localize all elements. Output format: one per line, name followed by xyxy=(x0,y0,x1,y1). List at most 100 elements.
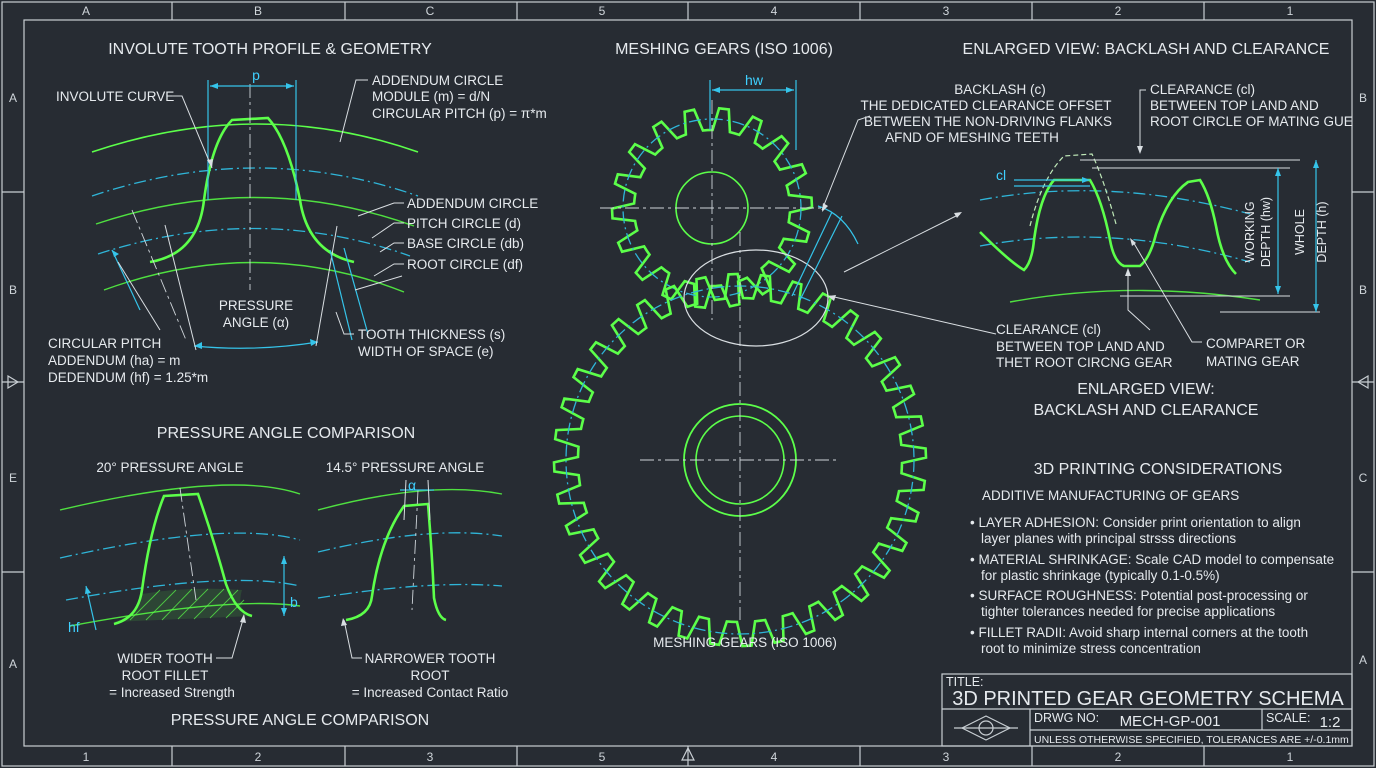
pressure-angle-line-1: PRESSURE xyxy=(219,298,293,313)
fillet-hatch xyxy=(114,588,252,622)
whole-depth-line-2: DEPTH (h) xyxy=(1315,201,1329,262)
left-line-3: DEDENDUM (hf) = 1.25*m xyxy=(48,370,208,385)
bullet-2-line-1: • MATERIAL SHRINKAGE: Scale CAD model to… xyxy=(970,552,1334,567)
scale-label: SCALE: xyxy=(1266,711,1310,725)
bullet-1-line-2: layer planes with principal strsss direc… xyxy=(981,531,1236,546)
enlarged-caption-2: BACKLASH AND CLEARANCE xyxy=(1034,402,1259,419)
zone-bottom-7: 2 xyxy=(1115,750,1122,764)
comparet-line-1: COMPARET OR xyxy=(1206,336,1306,351)
alpha-label: α xyxy=(408,477,416,493)
clearance-top-line-2: BETWEEN TOP LAND AND xyxy=(1150,98,1319,113)
backlash-line-4: AFND OF MESHING TEETH xyxy=(885,130,1059,145)
addendum-circle-label: ADDENDUM CIRCLE xyxy=(407,196,538,211)
backlash-line-2: THE DEDICATED CLEARANCE OFFSET xyxy=(860,98,1111,113)
clearance-top-line-3: ROOT CIRCLE OF MATING GUE xyxy=(1150,114,1353,129)
bullet-2-line-2: for plastic shrinkage (typically 0.1-0.5… xyxy=(981,568,1220,583)
drwg-number: MECH-GP-001 xyxy=(1120,713,1221,730)
cl-label: cl xyxy=(996,167,1006,183)
working-depth-line-2: DEPTH (hw) xyxy=(1259,197,1273,267)
zone-top-4: 5 xyxy=(599,4,606,18)
zone-top-6: 3 xyxy=(943,4,950,18)
zone-top-8: 1 xyxy=(1287,4,1294,18)
tooth-fourteen xyxy=(345,502,447,622)
scale-value: 1:2 xyxy=(1320,714,1341,731)
width-of-space-label: WIDTH OF SPACE (e) xyxy=(358,344,494,359)
clearance-top-line-1: CLEARANCE (cl) xyxy=(1150,82,1255,97)
enlarged-caption-1: ENLARGED VIEW: xyxy=(1077,381,1215,398)
dim-p-label: p xyxy=(252,67,260,83)
pressure-title-bottom: PRESSURE ANGLE COMPARISON xyxy=(171,712,429,729)
zone-top-2: B xyxy=(254,4,262,18)
enlarged-title: ENLARGED VIEW: BACKLASH AND CLEARANCE xyxy=(963,41,1330,58)
projection-symbol-icon xyxy=(954,715,1018,741)
zone-bottom-1: 1 xyxy=(83,750,90,764)
clearance-bottom-line-1: CLEARANCE (cl) xyxy=(996,322,1101,337)
meshing-title: MESHING GEARS (ISO 1006) xyxy=(615,41,833,58)
zone-top-1: A xyxy=(82,4,90,18)
addendum-arc xyxy=(91,123,419,153)
zone-right-4: A xyxy=(1359,653,1367,667)
meshing-gears-view: MESHING GEARS (ISO 1006) hw MESHING GEAR… xyxy=(552,41,928,650)
right-note-3: = Increased Contact Ratio xyxy=(352,685,508,700)
pressure-angle-view: PRESSURE ANGLE COMPARISON 20° PRESSURE A… xyxy=(59,425,508,729)
zone-right-1: B xyxy=(1359,91,1367,105)
printing-subtitle: ADDITIVE MANUFACTURING OF GEARS xyxy=(982,488,1239,503)
mesh-detail-ellipse xyxy=(683,249,829,347)
zone-bottom-5: 4 xyxy=(771,750,778,764)
bullet-4-line-1: • FILLET RADII: Avoid sharp internal cor… xyxy=(970,625,1308,640)
twenty-degree-label: 20° PRESSURE ANGLE xyxy=(96,460,243,475)
pressure-title: PRESSURE ANGLE COMPARISON xyxy=(157,425,415,442)
drawing-title: 3D PRINTED GEAR GEOMETRY SCHEMA xyxy=(952,688,1344,710)
root-arc xyxy=(103,261,405,293)
involute-profile-view: INVOLUTE TOOTH PROFILE & GEOMETRY p INVO… xyxy=(48,41,547,385)
bullet-3-line-2: tighter tolerances needed for precise ap… xyxy=(981,604,1275,619)
hb-label: b xyxy=(290,594,298,610)
base-circle-label: BASE CIRCLE (db) xyxy=(407,236,524,251)
zone-right-2: B xyxy=(1359,283,1367,297)
whole-depth-line-1: WHOLE xyxy=(1293,209,1307,255)
meshing-caption: MESHING GEARS (ISO 1006) xyxy=(653,635,837,650)
involute-tooth xyxy=(149,116,355,264)
pressure-angle-line-2: ANGLE (α) xyxy=(223,315,289,330)
zone-top-5: 4 xyxy=(771,4,778,18)
clearance-bottom-line-3: THET ROOT CIRCNG GEAR xyxy=(996,355,1173,370)
pitch-arc-2 xyxy=(97,227,411,257)
tolerance-note: UNLESS OTHERWISE SPECIFIED, TOLERANCES A… xyxy=(1034,734,1349,746)
left-line-1: CIRCULAR PITCH xyxy=(48,336,161,351)
zone-bottom-3: 3 xyxy=(427,750,434,764)
large-gear xyxy=(552,232,928,648)
left-note-3: = Increased Strength xyxy=(109,685,235,700)
title-block: TITLE: 3D PRINTED GEAR GEOMETRY SCHEMA D… xyxy=(941,673,1353,747)
zone-left-3: E xyxy=(9,471,17,485)
zone-left-1: A xyxy=(9,91,17,105)
backlash-line-1: BACKLASH (c) xyxy=(954,82,1046,97)
involute-title: INVOLUTE TOOTH PROFILE & GEOMETRY xyxy=(108,41,432,58)
printing-title: 3D PRINTING CONSIDERATIONS xyxy=(1034,461,1283,478)
right-note-1: NARROWER TOOTH xyxy=(365,651,496,666)
drwg-label: DRWG NO: xyxy=(1034,711,1099,725)
zone-bottom-6: 3 xyxy=(943,750,950,764)
involute-curve-label: INVOLUTE CURVE xyxy=(56,89,174,104)
base-arc xyxy=(95,196,415,227)
large-gear-teeth xyxy=(552,272,928,648)
tooth-thickness-label: TOOTH THICKNESS (s) xyxy=(358,327,505,342)
zone-left-4: A xyxy=(9,657,17,671)
pitch-circle-label: PITCH CIRCLE (d) xyxy=(407,216,521,231)
clearance-bottom-line-2: BETWEEN TOP LAND AND xyxy=(996,339,1165,354)
zone-bottom-2: 2 xyxy=(255,750,262,764)
left-note-1: WIDER TOOTH xyxy=(117,651,213,666)
bullet-1-line-1: • LAYER ADHESION: Consider print orienta… xyxy=(970,515,1301,530)
top-right-line-2: MODULE (m) = d/N xyxy=(372,89,490,104)
zone-top-3: C xyxy=(426,4,435,18)
root-circle-label: ROOT CIRCLE (df) xyxy=(407,257,523,272)
zone-right-3: C xyxy=(1359,471,1368,485)
top-right-line-3: CIRCULAR PITCH (p) = π*m xyxy=(372,106,547,121)
working-depth-line-1: WORKING xyxy=(1243,201,1257,262)
pitch-arc xyxy=(91,167,419,197)
bullet-4-line-2: root to minimize stress concentration xyxy=(981,641,1201,656)
title-label: TITLE: xyxy=(946,675,984,689)
bullet-3-line-1: • SURFACE ROUGHNESS: Potential post-proc… xyxy=(970,588,1308,603)
zone-left-2: B xyxy=(9,283,17,297)
